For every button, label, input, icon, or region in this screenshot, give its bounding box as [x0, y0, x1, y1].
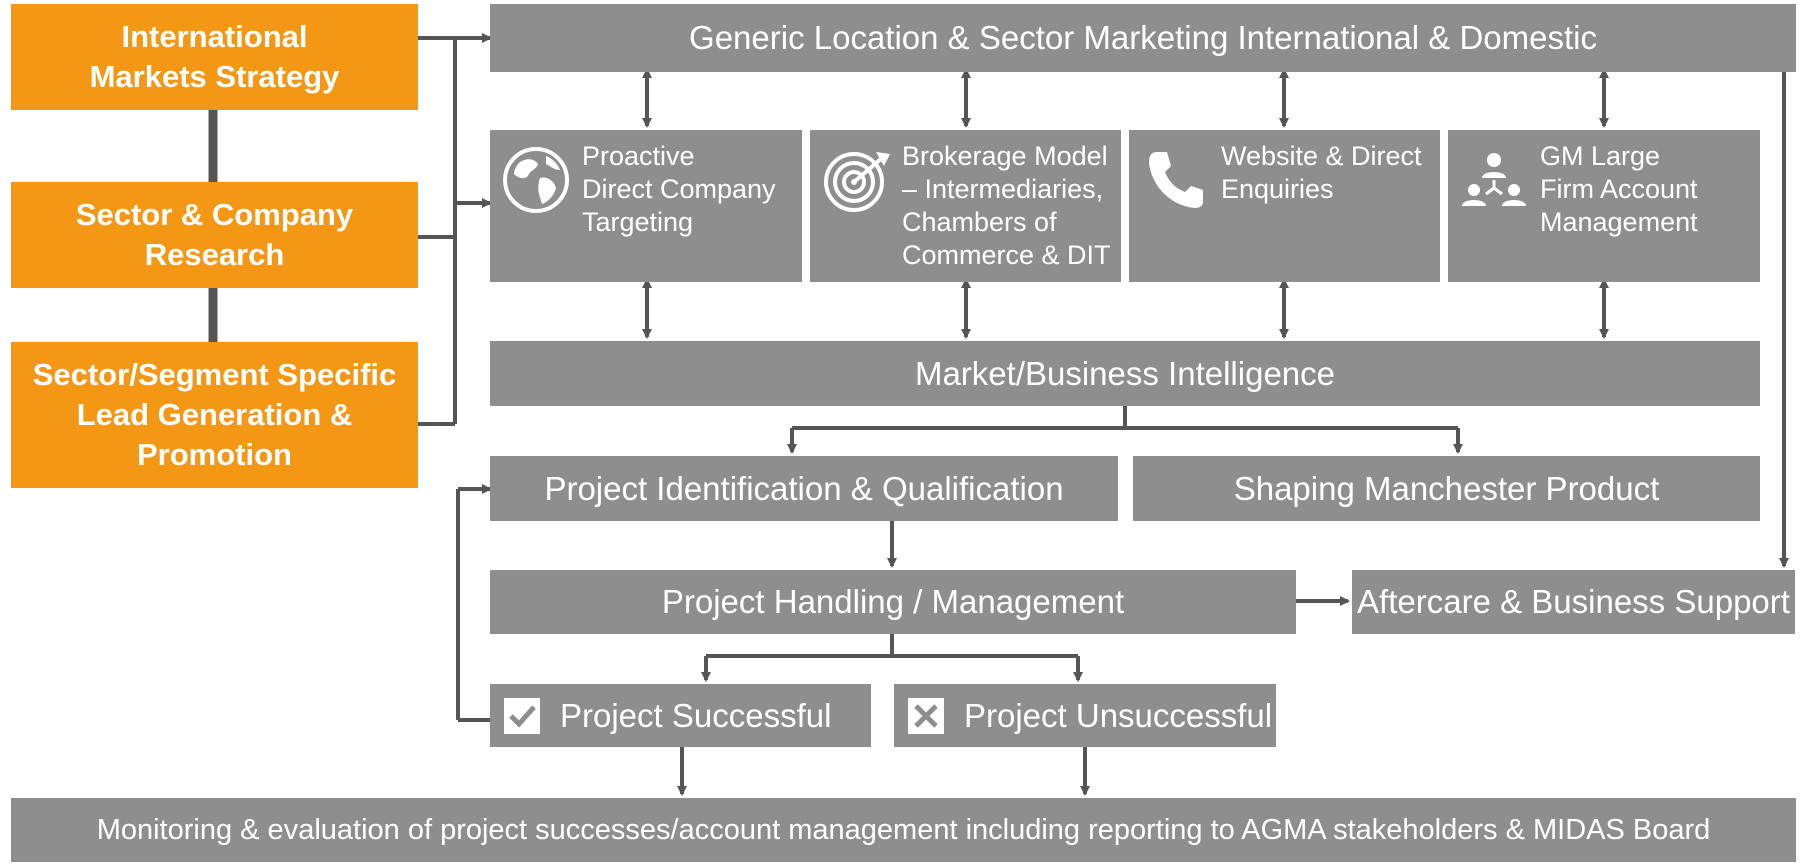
card-brokerage-model: Brokerage Model – Intermediaries, Chambe…	[810, 130, 1121, 282]
monitoring-bar: Monitoring & evaluation of project succe…	[11, 798, 1796, 862]
generic-marketing-label: Generic Location & Sector Marketing Inte…	[689, 19, 1597, 56]
sector-company-research-label: Sector & Company Research	[75, 197, 354, 272]
people-network-icon	[1462, 153, 1526, 206]
lead-generation-box: Sector/Segment Specific Lead Generation …	[11, 342, 418, 488]
project-successful-label: Project Successful	[560, 696, 832, 734]
international-markets-strategy-box: International Markets Strategy	[11, 4, 418, 110]
project-handling-label: Project Handling / Management	[661, 583, 1125, 620]
project-handling-box: Project Handling / Management	[490, 570, 1296, 634]
card-label: GM Large Firm Account Management	[1540, 141, 1698, 237]
project-unsuccessful-box: Project Unsuccessful	[894, 684, 1276, 747]
card-website-enquiries: Website & Direct Enquiries	[1129, 130, 1440, 282]
checkbox-checked-icon	[504, 697, 540, 734]
market-intelligence-bar: Market/Business Intelligence	[490, 341, 1760, 406]
generic-marketing-bar: Generic Location & Sector Marketing Inte…	[490, 4, 1796, 72]
card-label: Website & Direct Enquiries	[1221, 141, 1422, 204]
aftercare-label: Aftercare & Business Support	[1357, 583, 1790, 620]
sector-company-research-box: Sector & Company Research	[11, 182, 418, 288]
monitoring-label: Monitoring & evaluation of project succe…	[96, 813, 1711, 846]
target-icon	[824, 152, 890, 212]
shaping-product-label: Shaping Manchester Product	[1233, 469, 1660, 507]
project-identification-label: Project Identification & Qualification	[544, 469, 1064, 507]
card-label: Brokerage Model – Intermediaries, Chambe…	[902, 141, 1111, 270]
project-unsuccessful-label: Project Unsuccessful	[964, 696, 1273, 734]
phone-icon	[1149, 152, 1203, 208]
lead-generation-label: Sector/Segment Specific Lead Generation …	[32, 357, 397, 472]
aftercare-box: Aftercare & Business Support	[1352, 570, 1795, 634]
card-proactive-targeting: Proactive Direct Company Targeting	[490, 130, 802, 282]
project-identification-box: Project Identification & Qualification	[490, 456, 1118, 521]
market-intelligence-label: Market/Business Intelligence	[914, 354, 1336, 392]
checkbox-cross-icon	[908, 697, 944, 734]
card-label: Proactive Direct Company Targeting	[582, 141, 776, 237]
card-large-firm-account: GM Large Firm Account Management	[1448, 130, 1760, 282]
project-successful-box: Project Successful	[490, 684, 871, 747]
shaping-product-box: Shaping Manchester Product	[1133, 456, 1760, 521]
globe-icon	[503, 147, 569, 213]
international-markets-strategy-label: International Markets Strategy	[89, 19, 340, 94]
